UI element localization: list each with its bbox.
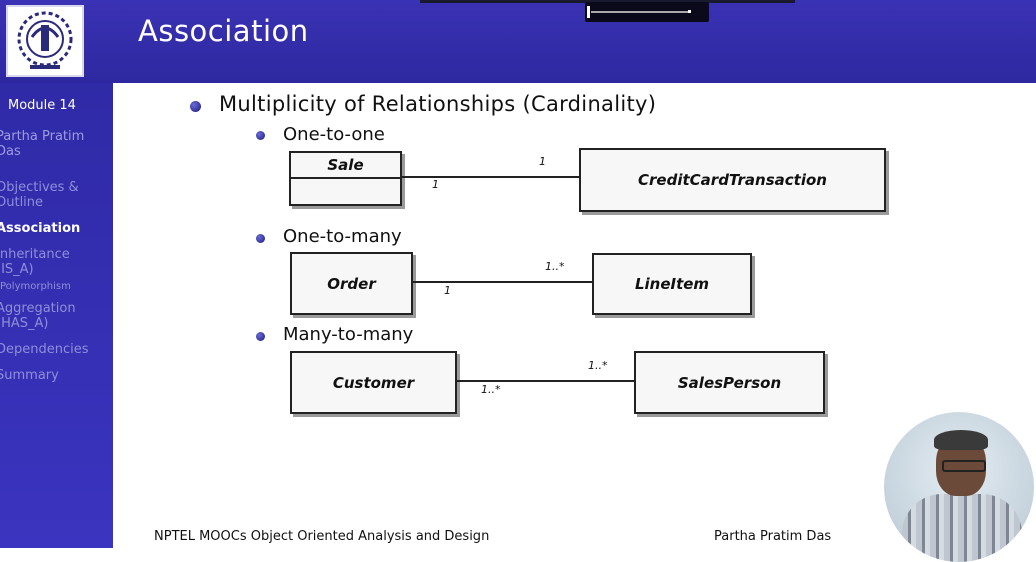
multiplicity-label: 1..*: [481, 383, 501, 396]
uml-class-order: Order: [290, 252, 413, 315]
sidebar-item-polymorphism[interactable]: Polymorphism: [0, 281, 71, 292]
sidebar-item-summary[interactable]: Summary: [0, 368, 59, 383]
sidebar-item-inheritance[interactable]: Inheritance (IS_A): [0, 247, 70, 277]
window-top-strip: [420, 0, 795, 3]
multiplicity-label: 1: [539, 155, 546, 168]
footer-author: Partha Pratim Das: [714, 529, 832, 544]
sidebar-item-objectives[interactable]: Objectives & Outline: [0, 180, 79, 210]
presenter-hair: [934, 430, 988, 450]
institute-logo: [6, 5, 84, 77]
sidebar-author: Partha Pratim Das: [0, 129, 85, 159]
multiplicity-label: 1..*: [545, 260, 565, 273]
seek-handle[interactable]: [587, 6, 590, 18]
association-line: [411, 281, 592, 283]
section-label-one-to-many: One-to-many: [283, 226, 402, 247]
presenter-shirt: [902, 494, 1022, 562]
slide-title: Association: [138, 14, 309, 48]
section-label-many-to-many: Many-to-many: [283, 324, 414, 345]
uml-class-salesperson: SalesPerson: [634, 351, 825, 414]
uml-class-creditcardtransaction: CreditCardTransaction: [579, 148, 886, 212]
multiplicity-label: 1: [432, 178, 439, 191]
bullet-icon: [190, 101, 201, 112]
uml-class-sale: Sale: [289, 151, 402, 206]
uml-class-name: Sale: [291, 153, 400, 179]
multiplicity-label: 1: [444, 284, 451, 297]
uml-class-customer: Customer: [290, 351, 457, 414]
seek-marker: [688, 10, 691, 13]
presenter-webcam: [884, 412, 1034, 562]
sidebar-module-label: Module 14: [8, 98, 76, 113]
sidebar-item-aggregation[interactable]: Aggregation (HAS_A): [0, 301, 76, 331]
multiplicity-label: 1..*: [588, 359, 608, 372]
video-seek-bar[interactable]: [585, 2, 709, 22]
slide-heading: Multiplicity of Relationships (Cardinali…: [219, 92, 657, 116]
association-line: [400, 176, 579, 178]
bullet-icon: [256, 332, 265, 341]
seek-track[interactable]: [591, 11, 691, 13]
slide-header: Association: [0, 0, 1036, 83]
sidebar-item-association[interactable]: Association: [0, 221, 81, 236]
navigation-sidebar: Module 14 Partha Pratim Das Objectives &…: [0, 83, 113, 548]
uml-class-lineitem: LineItem: [592, 253, 752, 315]
bullet-icon: [256, 234, 265, 243]
footer-course: NPTEL MOOCs Object Oriented Analysis and…: [154, 529, 490, 544]
bullet-icon: [256, 131, 265, 140]
association-line: [455, 380, 634, 382]
section-label-one-to-one: One-to-one: [283, 124, 385, 145]
presenter-glasses: [942, 460, 986, 472]
sidebar-item-dependencies[interactable]: Dependencies: [0, 342, 89, 357]
